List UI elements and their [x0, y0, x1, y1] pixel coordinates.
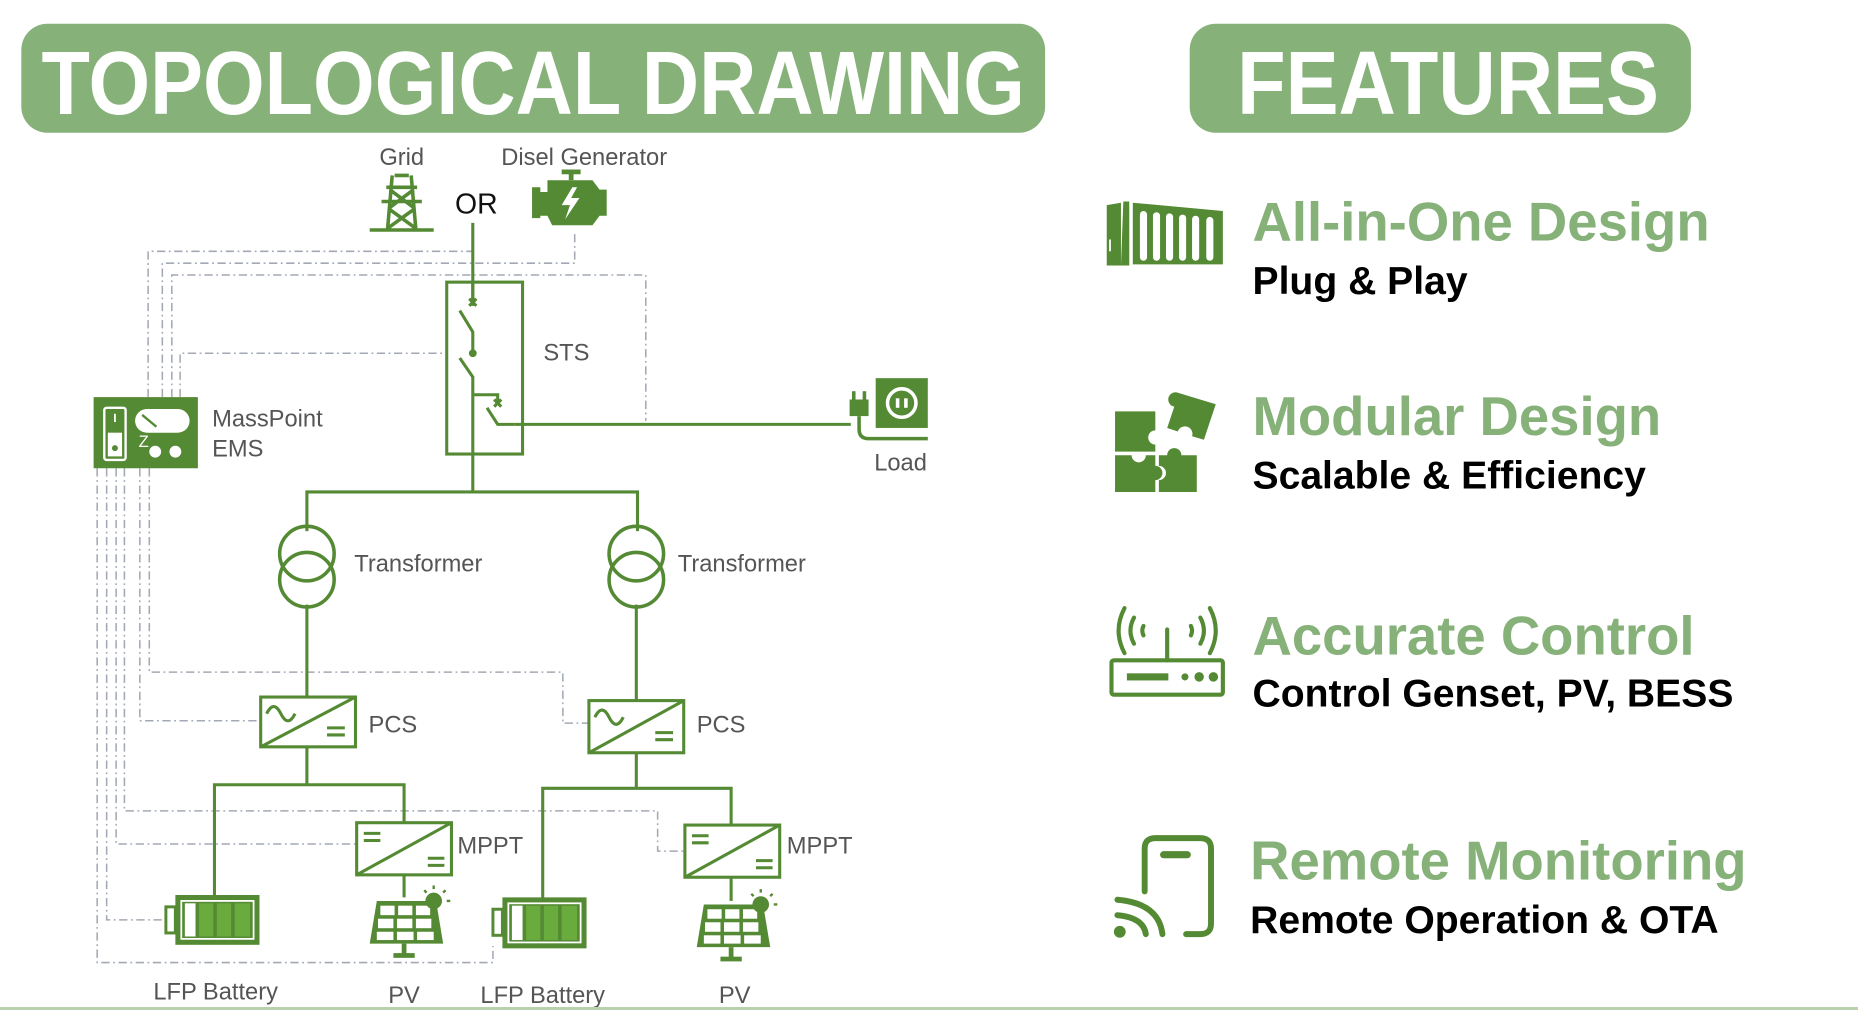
container-icon	[1106, 201, 1223, 266]
feature-subtitle: Plug & Play	[1252, 260, 1467, 303]
control-line	[147, 250, 474, 398]
feature-subtitle: Scalable & Efficiency	[1252, 454, 1646, 497]
control-line	[105, 468, 166, 921]
power-socket-plug-icon	[849, 378, 928, 441]
ac-dc-converter-icon	[259, 695, 358, 749]
ems-controller-icon: Z	[93, 397, 198, 469]
ems-label-line2: EMS	[212, 436, 263, 462]
feature-item: Remote Monitoring Remote Operation & OTA	[1113, 831, 1747, 942]
battery-icon	[491, 897, 587, 949]
svg-text:Z: Z	[139, 432, 149, 451]
feature-item: All-in-One Design Plug & Play	[1106, 192, 1710, 303]
grid-source: Grid	[369, 145, 434, 232]
battery-label: LFP Battery	[153, 979, 278, 1005]
generator-label: Disel Generator	[501, 145, 667, 171]
transfer-switch-icon	[445, 280, 525, 456]
wire	[212, 783, 406, 896]
pcs-label: PCS	[697, 713, 746, 739]
control-line	[96, 468, 494, 964]
pcs-label: PCS	[369, 713, 418, 739]
battery-icon	[164, 895, 260, 945]
control-line	[139, 468, 261, 722]
mppt-label: MPPT	[787, 834, 853, 860]
banner-background	[21, 23, 1046, 133]
solar-panel-icon	[369, 885, 451, 958]
pv-label: PV	[388, 983, 420, 1009]
load: Load	[849, 378, 928, 477]
or-label: OR	[455, 188, 498, 220]
feature-subtitle: Control Genset, PV, BESS	[1252, 673, 1733, 716]
feature-subtitle: Remote Operation & OTA	[1250, 899, 1719, 942]
feature-title: All-in-One Design	[1252, 192, 1709, 253]
branch-1: Transformer PCS MPPT LFP Battery	[153, 524, 523, 1009]
ac-dc-converter-icon	[587, 699, 686, 755]
feature-title: Remote Monitoring	[1250, 831, 1746, 892]
phone-cast-icon	[1113, 835, 1214, 938]
control-line	[123, 468, 685, 852]
control-line	[115, 468, 356, 845]
wire	[541, 786, 733, 899]
generator-source: Disel Generator	[501, 145, 667, 226]
banner-title: TOPOLOGICAL DRAWING	[41, 33, 1025, 134]
banner-title: FEATURES	[1237, 33, 1659, 134]
control-line	[148, 468, 588, 724]
transformer-symbol-icon	[607, 524, 666, 609]
engine-icon	[532, 169, 607, 226]
feature-item: Modular Design Scalable & Efficiency	[1115, 386, 1661, 497]
topological-drawing-banner: TOPOLOGICAL DRAWING	[21, 23, 1046, 134]
dc-dc-converter-icon	[683, 823, 782, 879]
ems-controller: Z MassPoint EMS	[93, 397, 323, 469]
load-label: Load	[874, 451, 927, 477]
transformer-label: Transformer	[354, 551, 482, 577]
transformer-symbol-icon	[277, 524, 336, 609]
power-wires	[212, 222, 851, 901]
control-line	[161, 231, 576, 398]
control-line	[179, 352, 447, 398]
battery-label: LFP Battery	[480, 983, 605, 1009]
solar-panel-icon	[696, 889, 778, 962]
puzzle-icon	[1115, 392, 1216, 492]
branch-2: Transformer PCS MPPT LFP Battery	[480, 524, 853, 1009]
features-banner: FEATURES	[1189, 23, 1691, 134]
sts-label: STS	[543, 340, 589, 366]
grid-label: Grid	[379, 145, 424, 171]
wire	[305, 490, 640, 532]
banner-background	[1189, 23, 1691, 133]
ems-label-line1: MassPoint	[212, 407, 323, 433]
transmission-tower-icon	[369, 173, 434, 232]
feature-title: Modular Design	[1252, 386, 1661, 447]
router-icon	[1109, 606, 1225, 697]
pv-label: PV	[719, 983, 751, 1009]
feature-item: Accurate Control Control Genset, PV, BES…	[1109, 605, 1733, 716]
dc-dc-converter-icon	[355, 821, 454, 877]
bottom-divider	[0, 1007, 1858, 1010]
feature-title: Accurate Control	[1252, 605, 1694, 666]
feature-list: All-in-One Design Plug & Play Modular De…	[1106, 192, 1747, 942]
mppt-label: MPPT	[457, 834, 523, 860]
sts-switch: STS	[445, 280, 589, 456]
transformer-label: Transformer	[678, 551, 806, 577]
